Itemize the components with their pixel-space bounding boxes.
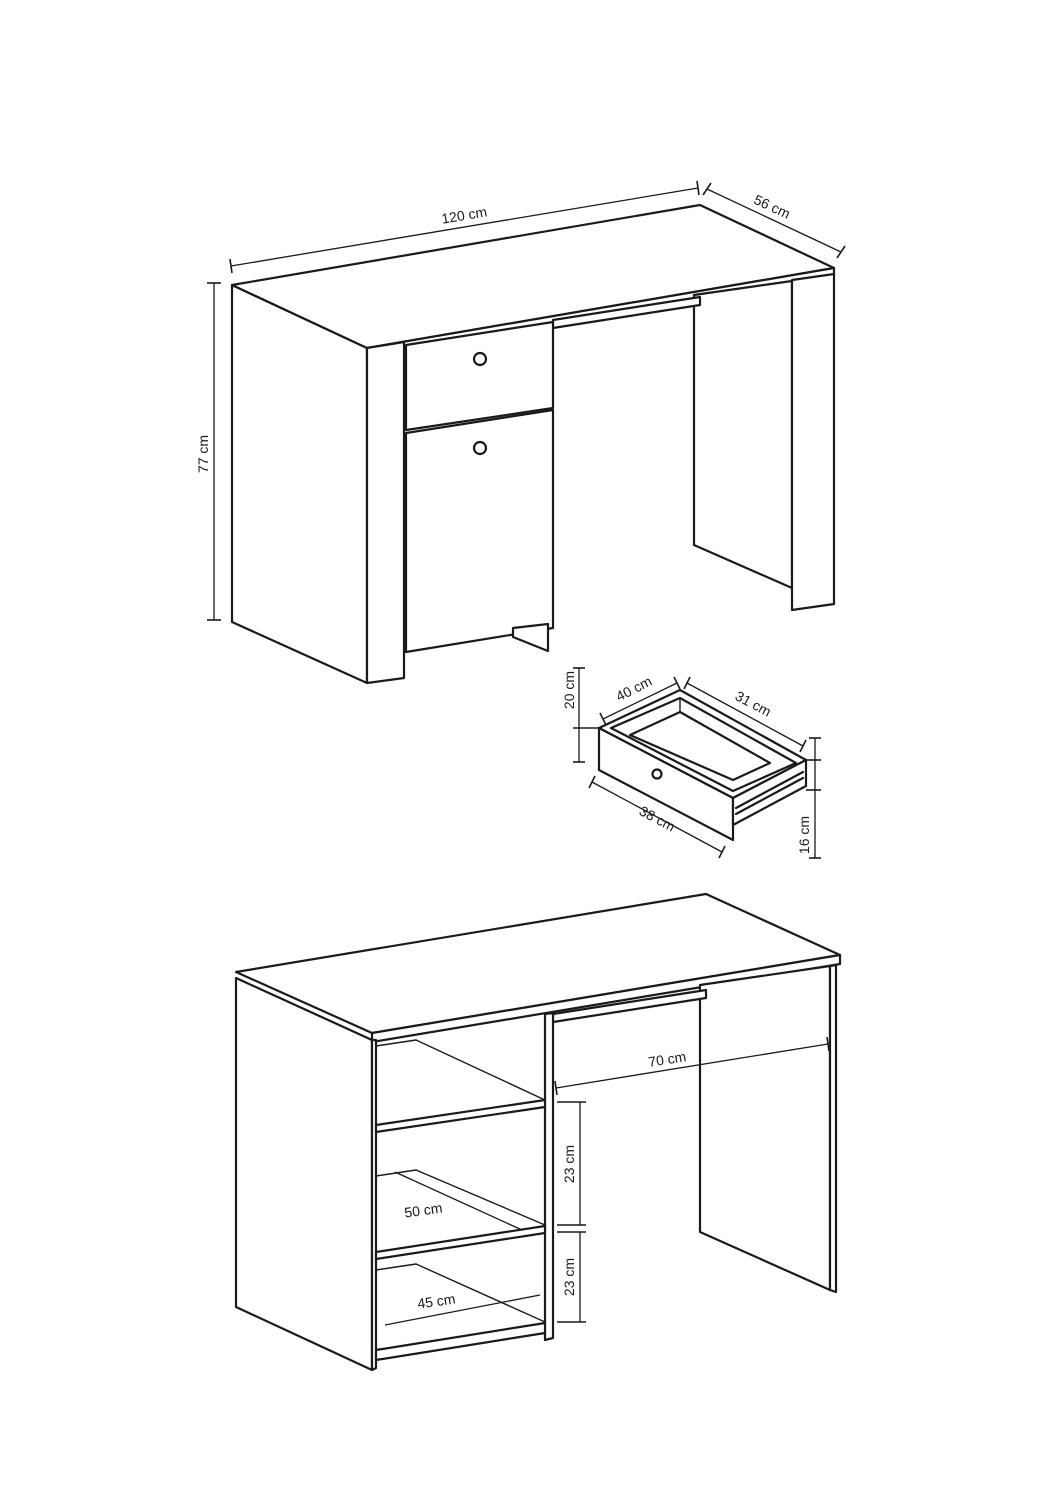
lower-gap-label: 23 cm: [561, 1258, 577, 1296]
open-desk-left-side-panel: [234, 976, 374, 1372]
drawer-inner-width-tick-left: [683, 676, 691, 690]
legroom-dimension-line: [555, 1043, 829, 1089]
bottom-depth-label: 45 cm: [416, 1290, 456, 1311]
drawer-inner-depth-tick-left: [599, 712, 607, 726]
drawer-right-side: [731, 758, 808, 827]
open-desk-right-leg-front: [828, 963, 838, 1294]
drawer-inner-width-label: 31 cm: [733, 688, 774, 720]
desk-front-left-panel: [365, 340, 406, 685]
desk-closed-view: 120 cm 56 cm 77 cm: [195, 180, 846, 685]
drawer-runner: [734, 770, 805, 810]
desk-door-front: [404, 408, 555, 654]
legroom-tick-left: [554, 1080, 558, 1096]
drawer-knob-icon: [472, 351, 488, 367]
shelf-2: [374, 1224, 547, 1261]
width-dimension-tick-right: [696, 180, 700, 196]
bottom-depth-dimension-line: [384, 1294, 541, 1326]
drawer-height-label: 20 cm: [561, 671, 577, 709]
legroom-label: 70 cm: [647, 1048, 687, 1070]
shelf-depth-label: 50 cm: [403, 1199, 443, 1220]
drawer-inner-depth-line: [602, 682, 678, 720]
drawer-front-panel: [597, 726, 735, 842]
depth-dimension-line: [706, 188, 842, 253]
drawer-inner-bottom: [628, 710, 772, 782]
desk-left-side-panel: [230, 283, 369, 685]
legroom-tick-right: [826, 1036, 830, 1052]
open-desk-front-left-edge: [370, 1038, 378, 1372]
open-desk-right-leg-inner: [698, 964, 832, 1292]
depth-dimension-tick-right: [836, 245, 846, 259]
depth-dimension-tick-left: [702, 182, 712, 196]
drawer-detail-knob-icon: [651, 768, 663, 780]
drawer-inner-width-tick-right: [799, 739, 807, 753]
upper-gap-label: 23 cm: [561, 1145, 577, 1183]
shelf-top-back-left: [375, 1039, 417, 1047]
drawer-detail-view: 20 cm 40 cm 31 cm 38 cm 16 cm: [561, 667, 821, 859]
width-dimension-tick-left: [229, 258, 233, 274]
desk-right-leg-front: [790, 272, 836, 612]
drawer-front-height-label: 16 cm: [796, 816, 812, 854]
shelf-3-back-left: [375, 1263, 417, 1271]
drawer-front-width-tick-left: [588, 775, 596, 789]
shelf-3-diagonal: [415, 1263, 546, 1323]
shelf-1: [374, 1098, 547, 1134]
shelf-top-diagonal: [415, 1039, 546, 1101]
desk-drawer-front: [404, 320, 555, 432]
drawer-inner-depth-label: 40 cm: [613, 673, 654, 705]
width-label: 120 cm: [440, 203, 488, 226]
shelf-2-diagonal: [415, 1169, 546, 1226]
drawer-inner-width-line: [686, 682, 804, 747]
desk-cabinet-foot: [511, 622, 550, 653]
door-knob-icon: [472, 440, 488, 456]
bottom-board: [374, 1321, 547, 1362]
desk-open-view: 70 cm 50 cm 45 cm 23 cm 23 cm: [234, 892, 842, 1372]
drawer-runner-lower: [734, 776, 805, 816]
drawer-front-width-tick-right: [718, 845, 726, 859]
width-dimension-line: [230, 187, 699, 267]
drawer-inner-depth-tick-right: [673, 676, 681, 690]
shelf-depth-dimension-line: [394, 1171, 523, 1231]
depth-label: 56 cm: [751, 191, 792, 222]
desk-right-leg-inner: [692, 279, 794, 590]
open-desk-cabinet-side: [543, 1011, 555, 1342]
height-label: 77 cm: [195, 435, 211, 473]
drawer-front-width-line: [591, 781, 723, 853]
